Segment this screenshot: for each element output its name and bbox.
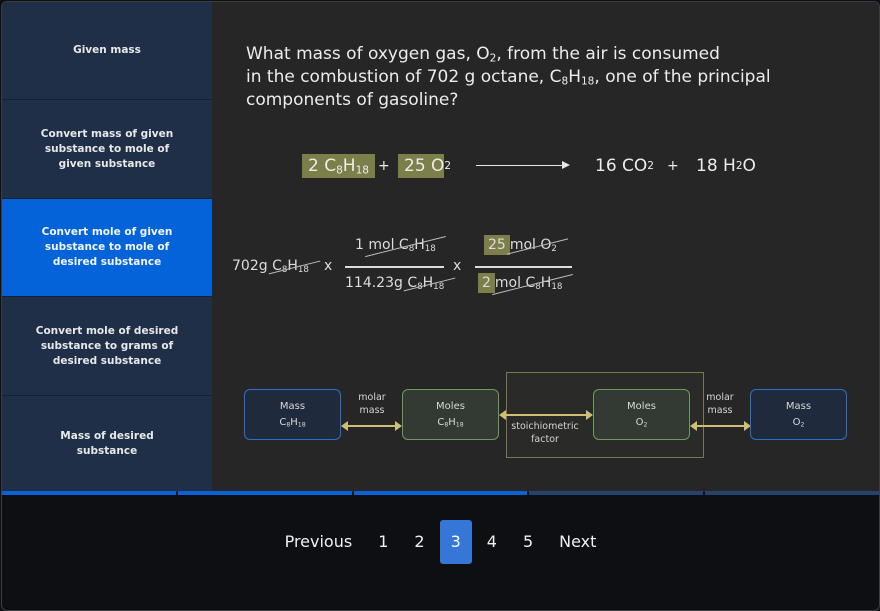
progress-segment-4 [529, 491, 704, 495]
reactant-octane: 2 C8H18 [302, 150, 375, 182]
page-2-button[interactable]: 2 [414, 532, 425, 551]
step-progress-bar [2, 491, 879, 495]
progress-segment-1 [2, 491, 176, 495]
pagination: Previous 1 2 3 4 5 Next [2, 520, 879, 564]
fraction-line-2 [475, 266, 572, 268]
progress-segment-2 [177, 491, 352, 495]
step-given-mass[interactable]: Given mass [2, 2, 212, 100]
molar-mass-numerator: 1 mol C8H18 [355, 237, 436, 255]
lesson-stage: Given mass Convert mass of given substan… [2, 2, 879, 492]
step-label: Convert mole of desired substance to gra… [35, 324, 179, 367]
question-text: What mass of oxygen gas, O2, from the ai… [246, 44, 771, 110]
step-convert-mass-to-mole[interactable]: Convert mass of given substance to mole … [2, 100, 212, 199]
page-3-button[interactable]: 3 [439, 520, 472, 564]
progress-segment-3 [353, 491, 528, 495]
page-5-button[interactable]: 5 [522, 532, 534, 551]
next-button[interactable]: Next [559, 532, 597, 551]
molar-mass-denominator: 114.23g C8H18 [345, 275, 445, 293]
box-moles-octane: Moles C8H18 [402, 389, 499, 440]
step-mass-desired[interactable]: Mass of desired substance [2, 396, 212, 492]
plus-sign: + [378, 158, 390, 174]
reaction-arrow [476, 161, 570, 169]
arrow-stoichiometric-factor [499, 410, 593, 420]
given-mass-term: 702g C8H18 [232, 258, 309, 276]
page-1-button[interactable]: 1 [378, 532, 389, 551]
page-4-button[interactable]: 4 [486, 532, 497, 551]
step-label: Convert mass of given substance to mole … [40, 127, 174, 170]
label-molar-mass-2: molar mass [706, 392, 734, 416]
multiply-sign: x [324, 258, 333, 274]
arrow-molar-mass-1 [341, 421, 402, 431]
label-stoichiometric-factor: stoichiometric factor [511, 421, 579, 445]
step-convert-mole-to-mole[interactable]: Convert mole of given substance to mole … [2, 199, 212, 297]
box-mass-octane: Mass C8H18 [244, 389, 341, 440]
label-molar-mass-1: molar mass [358, 392, 386, 416]
box-mass-oxygen: Mass O2 [750, 389, 847, 440]
arrow-molar-mass-2 [690, 421, 751, 431]
step-sidebar: Given mass Convert mass of given substan… [2, 2, 212, 492]
step-label: Convert mole of given substance to mole … [41, 226, 173, 268]
progress-segment-5 [705, 491, 879, 495]
step-convert-mole-to-grams[interactable]: Convert mole of desired substance to gra… [2, 297, 212, 396]
plus-sign-2: + [667, 158, 679, 174]
previous-button[interactable]: Previous [284, 532, 353, 551]
fraction-line-1 [345, 266, 444, 268]
multiply-sign-2: x [453, 258, 462, 274]
step-label: Mass of desired substance [60, 430, 154, 457]
step-label: Given mass [73, 44, 141, 56]
box-moles-oxygen: Moles O2 [593, 389, 690, 440]
